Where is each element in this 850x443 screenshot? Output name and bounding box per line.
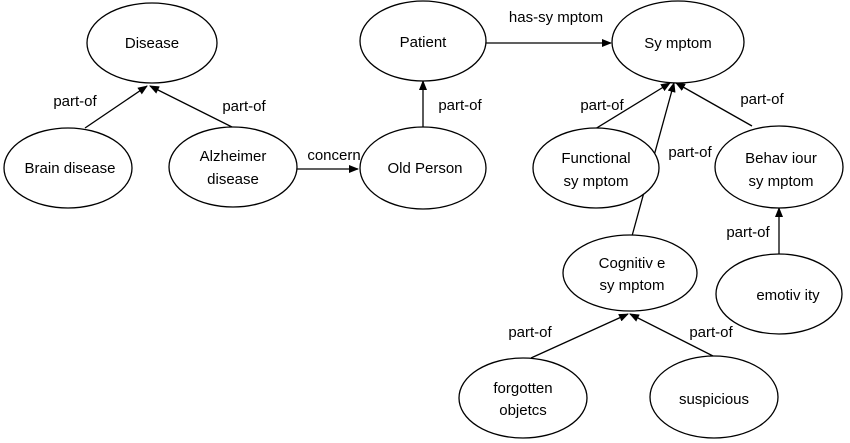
node-label-line-1: Behav iour xyxy=(745,150,817,167)
edge-alzheimer-to-disease xyxy=(149,85,233,128)
node-cognitive-symptom: Cognitiv e sy mptom xyxy=(562,234,698,312)
node-label-line-1: Cognitiv e xyxy=(599,255,666,272)
node-label-line-2: objetcs xyxy=(499,402,547,419)
node-suspicious: suspicious xyxy=(649,355,779,439)
node-brain-disease: Brain disease xyxy=(3,127,133,209)
edge-label-forgotten-to-cognitive: part-of xyxy=(508,324,552,341)
edge-label-suspicious-to-cognitive: part-of xyxy=(689,324,733,341)
edge-labels: part-of part-of concern part-of has-sy m… xyxy=(53,9,784,341)
node-label: suspicious xyxy=(679,391,749,408)
node-disease: Disease xyxy=(86,2,218,84)
node-label-line-2: sy mptom xyxy=(563,173,628,190)
node-label-line-2: sy mptom xyxy=(748,173,813,190)
edge-forgotten-to-cognitive xyxy=(530,313,629,359)
edge-label-emotivity-to-behaviour: part-of xyxy=(726,224,770,241)
node-old-person: Old Person xyxy=(359,126,487,210)
edge-suspicious-to-cognitive xyxy=(629,313,714,357)
edge-label-brain-to-disease: part-of xyxy=(53,93,97,110)
node-label: Patient xyxy=(400,34,448,51)
node-alzheimer-disease: Alzheimer disease xyxy=(168,126,298,208)
edge-label-oldperson-to-patient: part-of xyxy=(438,97,482,114)
node-label: Disease xyxy=(125,35,179,52)
node-label-line-2: disease xyxy=(207,171,259,188)
edge-functional-to-symptom xyxy=(594,82,671,130)
node-functional-symptom: Functional sy mptom xyxy=(532,127,660,209)
edge-brain-to-disease xyxy=(84,85,148,129)
node-label: Old Person xyxy=(387,160,462,177)
edge-label-behaviour-to-symptom: part-of xyxy=(740,91,784,108)
node-label-line-2: sy mptom xyxy=(599,277,664,294)
node-label-line-1: forgotten xyxy=(493,380,552,397)
node-emotivity: emotiv ity xyxy=(715,253,843,335)
node-label-line-1: Alzheimer xyxy=(200,148,267,165)
edge-label-alzheimer-to-disease: part-of xyxy=(222,98,266,115)
node-label: Brain disease xyxy=(25,160,116,177)
edge-label-functional-to-symptom: part-of xyxy=(580,97,624,114)
node-patient: Patient xyxy=(359,0,487,82)
node-symptom: Sy mptom xyxy=(611,0,745,84)
edge-behaviour-to-symptom xyxy=(675,82,753,127)
node-label-line-1: Functional xyxy=(561,150,630,167)
node-forgotten-objetcs: forgotten objetcs xyxy=(458,357,588,439)
edge-label-patient-to-symptom: has-sy mptom xyxy=(509,9,603,26)
edge-label-alzheimer-to-oldperson: concern xyxy=(307,147,360,164)
node-label: emotiv ity xyxy=(756,287,820,304)
edge-label-cognitive-to-symptom: part-of xyxy=(668,144,712,161)
node-behaviour-symptom: Behav iour sy mptom xyxy=(714,125,844,209)
node-label: Sy mptom xyxy=(644,35,712,52)
